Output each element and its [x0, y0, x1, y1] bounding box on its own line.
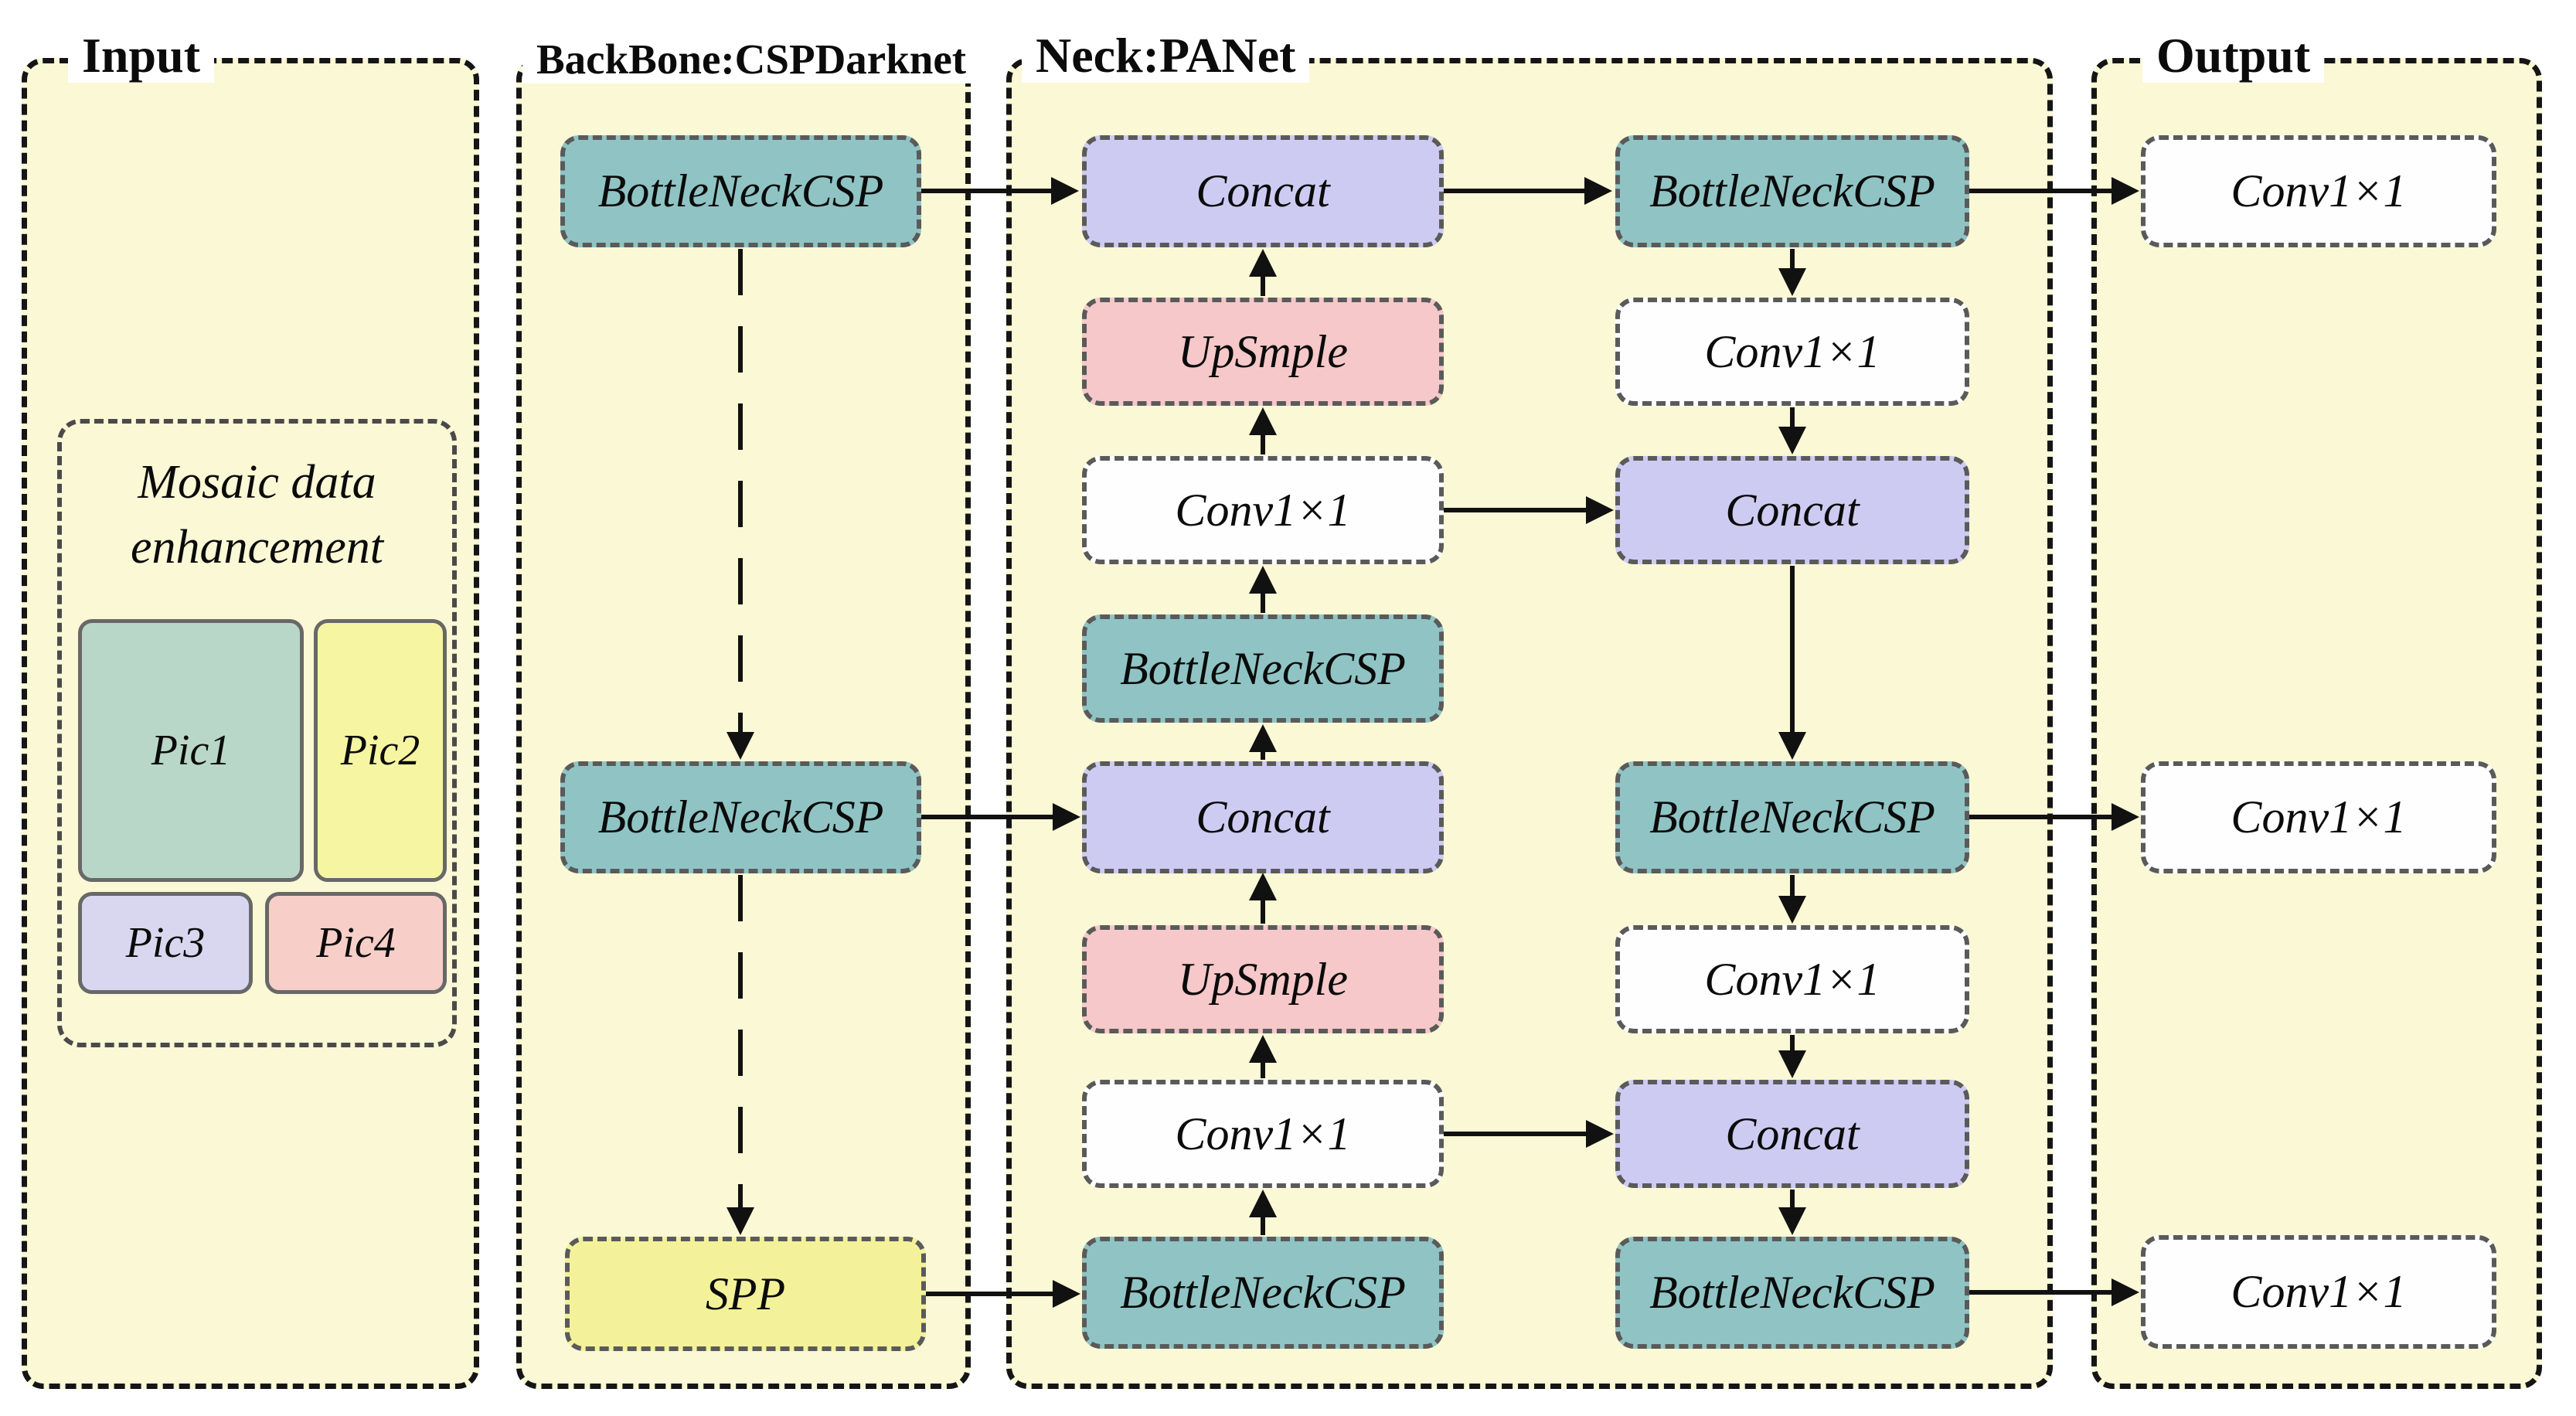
neck-bottleneckcsp-right-bottom: BottleNeckCSP: [1615, 1237, 1969, 1349]
mosaic-pic3: Pic3: [78, 892, 253, 994]
neck-bottleneckcsp-right-mid: BottleNeckCSP: [1615, 761, 1969, 873]
output-conv1x1-mid: Conv1×1: [2141, 761, 2496, 873]
backbone-panel: [516, 58, 971, 1389]
backbone-spp: SPP: [565, 1237, 926, 1351]
mosaic-pic2-label: Pic2: [340, 727, 420, 774]
output-panel-title: Output: [2142, 28, 2325, 83]
neck-bottleneckcsp-mid: BottleNeckCSP: [1082, 614, 1444, 723]
output-panel: [2091, 58, 2542, 1389]
neck-conv1x1-mid-top: Conv1×1: [1082, 456, 1444, 564]
neck-upsample-top: UpSmple: [1082, 298, 1444, 406]
neck-bottleneckcsp-bottom-left: BottleNeckCSP: [1082, 1237, 1444, 1349]
mosaic-pic4: Pic4: [265, 892, 447, 994]
output-conv1x1-top: Conv1×1: [2141, 135, 2496, 247]
mosaic-pic2: Pic2: [314, 619, 447, 882]
mosaic-pic1-label: Pic1: [151, 727, 231, 774]
neck-upsample-bottom: UpSmple: [1082, 925, 1444, 1033]
mosaic-enhancement-box: Mosaic data enhancement Pic1 Pic2 Pic3 P…: [57, 419, 457, 1047]
neck-conv1x1-mid-bottom: Conv1×1: [1082, 1080, 1444, 1188]
mosaic-caption: Mosaic data enhancement: [62, 450, 452, 580]
backbone-bottleneckcsp-top: BottleNeckCSP: [560, 135, 921, 247]
mosaic-caption-line2: enhancement: [130, 521, 384, 574]
neck-bottleneckcsp-right-top: BottleNeckCSP: [1615, 135, 1969, 247]
neck-conv1x1-right-top: Conv1×1: [1615, 298, 1969, 406]
input-panel-title: Input: [68, 28, 214, 83]
backbone-bottleneckcsp-mid: BottleNeckCSP: [560, 761, 921, 873]
neck-concat-top: Concat: [1082, 135, 1444, 247]
mosaic-caption-line1: Mosaic data: [138, 456, 376, 509]
neck-panel-title: Neck:PANet: [1022, 28, 1310, 83]
neck-concat-mid: Concat: [1082, 761, 1444, 873]
mosaic-pic1: Pic1: [78, 619, 304, 882]
mosaic-pic4-label: Pic4: [316, 919, 396, 967]
neck-conv1x1-right-bottom: Conv1×1: [1615, 925, 1969, 1033]
neck-concat-right-bottom: Concat: [1615, 1080, 1969, 1188]
output-conv1x1-bottom: Conv1×1: [2141, 1235, 2496, 1349]
neck-concat-right-top: Concat: [1615, 456, 1969, 564]
mosaic-pic3-label: Pic3: [125, 919, 206, 967]
backbone-panel-title: BackBone:CSPDarknet: [522, 36, 981, 83]
